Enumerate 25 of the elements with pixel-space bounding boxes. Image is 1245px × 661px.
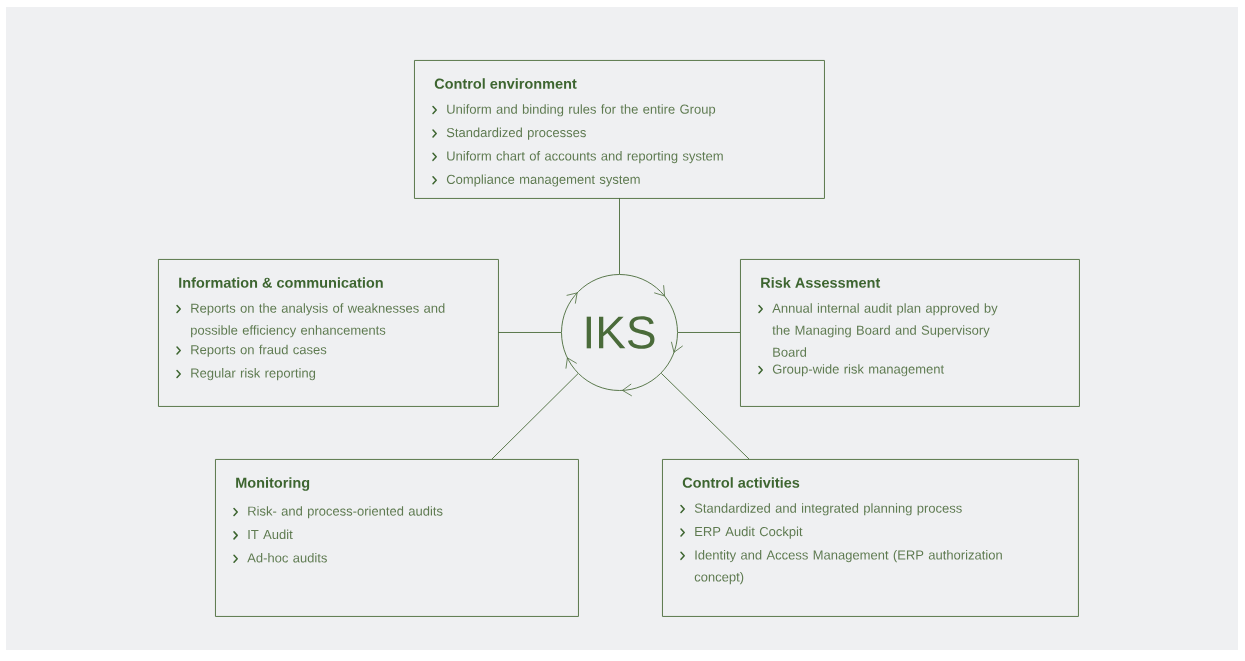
bullet-item: Standardized and integrated planning process — [680, 503, 962, 516]
bullet-item: Identity and Access Management (ERP authorization concept) — [680, 550, 1002, 585]
box-heading: Control environment — [434, 78, 577, 89]
bullet-item: Uniform and binding rules for the entire Group — [432, 104, 716, 117]
connector-line — [660, 372, 750, 460]
bullet-item: Regular risk reporting — [176, 368, 316, 381]
box-heading: Risk Assessment — [761, 277, 881, 288]
connector-line — [491, 373, 579, 460]
bullet-item: Reports on fraud cases — [176, 344, 327, 357]
bullet-item: Uniform chart of accounts and reporting system — [432, 151, 723, 164]
bullet-item: Standardized processes — [432, 127, 586, 140]
connector-line — [677, 332, 741, 333]
box-heading: Control activities — [682, 477, 800, 488]
box-heading: Information & communication — [179, 277, 383, 288]
bullet-item: Annual internal audit plan approved by the Managing Board and Supervisory Board — [758, 303, 998, 357]
bullet-item: ERP Audit Cockpit — [680, 526, 803, 539]
bullet-item: Compliance management system — [432, 174, 640, 187]
bullet-item: IT Audit — [233, 529, 293, 540]
bullet-item: Risk- and process-oriented audits — [233, 506, 443, 519]
connector-line — [619, 197, 620, 275]
bullet-item: Reports on the analysis of weaknesses and possible efficiency enhancements — [176, 303, 445, 338]
box-heading: Monitoring — [236, 477, 310, 491]
bullet-item: Ad-hoc audits — [233, 552, 327, 563]
connector-line — [497, 332, 562, 333]
bullet-item: Group-wide risk management — [758, 364, 945, 377]
